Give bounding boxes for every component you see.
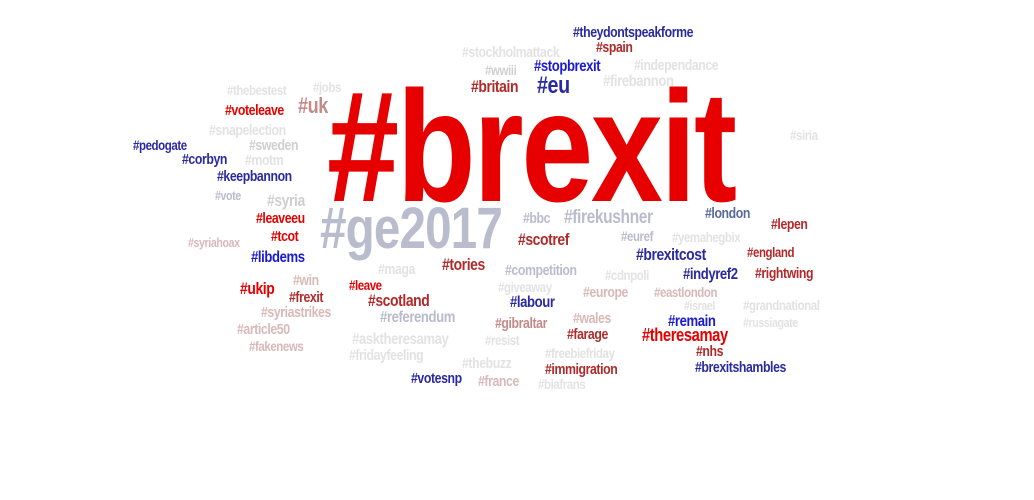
word-europe: #europe [583,284,628,301]
word-thebestest: #thebestest [227,82,287,98]
word-spain: #spain [596,39,633,56]
word-resist: #resist [485,332,520,348]
word-wwiii: #wwiii [485,62,517,78]
word-brexit: #brexit [327,59,737,235]
word-brexitcost: #brexitcost [636,245,706,264]
word-article50: #article50 [237,321,290,338]
word-grandnational: #grandnational [743,297,820,313]
word-theresamay: #theresamay [642,325,728,345]
word-biafrans: #biafrans [538,376,586,392]
word-israel: #israel [684,298,715,313]
word-nhs: #nhs [696,343,724,360]
word-lepen: #lepen [771,216,808,233]
word-gibraltar: #gibraltar [495,315,547,332]
word-uk: #uk [298,93,328,118]
word-keepbannon: #keepbannon [217,168,292,185]
word-freebiefriday: #freebiefriday [545,345,615,361]
word-stopbrexit: #stopbrexit [534,58,601,75]
word-syriahoax: #syriahoax [188,235,240,250]
word-stockholmattack: #stockholmattack [462,44,560,61]
word-farage: #farage [567,326,608,343]
word-competition: #competition [505,262,577,279]
word-britain: #britain [471,77,519,96]
word-brexitshambles: #brexitshambles [695,359,786,376]
word-votesnp: #votesnp [411,370,462,387]
word-cdnpoli: #cdnpoli [605,267,649,283]
word-tcot: #tcot [271,228,299,245]
word-win: #win [293,272,319,289]
word-london: #london [705,205,750,222]
word-frexit: #frexit [289,289,324,306]
word-syria: #syria [267,191,305,210]
word-fakenews: #fakenews [249,338,304,354]
word-giveaway: #giveaway [498,279,552,295]
word-eastlondon: #eastlondon [654,284,718,300]
word-immigration: #immigration [545,361,618,378]
word-independance: #independance [634,57,719,74]
word-indyref2: #indyref2 [683,266,738,283]
word-leaveeu: #leaveeu [256,210,305,227]
word-theydontspeakforme: #theydontspeakforme [573,24,694,41]
word-england: #england [747,244,795,260]
word-eu: #eu [537,72,570,99]
word-jobs: #jobs [313,79,341,95]
word-firebannon: #firebannon [603,73,674,90]
word-pedogate: #pedogate [133,137,187,153]
word-yemahegbix: #yemahegbix [672,229,741,245]
word-syriastrikes: #syriastrikes [261,304,331,321]
word-tories: #tories [442,255,485,274]
word-bbc: #bbc [523,210,551,227]
word-scotland: #scotland [368,291,430,310]
word-vote: #vote [215,188,241,203]
word-rightwing: #rightwing [755,265,814,282]
word-labour: #labour [510,294,555,311]
word-snapelection: #snapelection [209,122,286,139]
word-corbyn: #corbyn [182,151,227,168]
word-voteleave: #voteleave [225,102,284,119]
word-ukip: #ukip [240,279,275,298]
word-thebuzz: #thebuzz [462,355,512,372]
word-ge2017: #ge2017 [320,196,503,261]
word-asktheresamay: #asktheresamay [352,331,449,348]
word-libdems: #libdems [251,249,305,266]
word-referendum: #referendum [380,309,455,326]
word-leave: #leave [349,277,382,293]
word-firekushner: #firekushner [564,207,653,228]
word-sweden: #sweden [249,137,299,154]
word-russiagate: #russiagate [743,315,798,330]
word-remain: #remain [668,313,716,330]
word-wales: #wales [573,310,611,327]
word-scotref: #scotref [518,230,569,249]
word-fridayfeeling: #fridayfeeling [349,347,424,364]
word-maga: #maga [378,261,415,278]
word-siria: #siria [790,127,818,143]
word-france: #france [478,373,519,390]
word-euref: #euref [621,228,654,244]
word-motm: #motm [245,152,284,169]
